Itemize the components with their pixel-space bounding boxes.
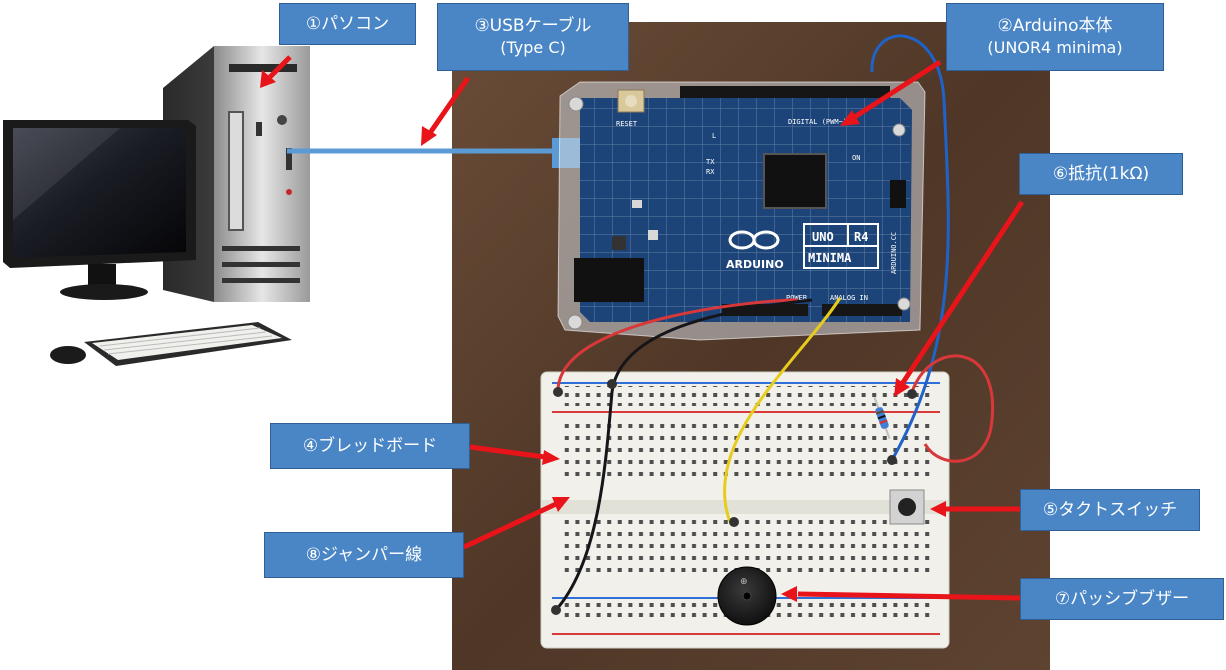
- board-analog-text: ANALOG IN: [830, 294, 868, 302]
- label-tact-switch-text: ⑤タクトスイッチ: [1042, 500, 1178, 520]
- arduino-board: [557, 81, 926, 341]
- annotation-arrows: [260, 55, 1025, 602]
- label-passive-buzzer: ⑦パッシブブザー: [1020, 578, 1224, 620]
- label-arduino-text: ②Arduino本体: [997, 16, 1113, 36]
- label-pc-text: ①パソコン: [305, 14, 390, 34]
- pc-illustration: [3, 46, 310, 366]
- board-uno-text: UNO: [812, 230, 834, 244]
- board-reset-text: RESET: [616, 120, 638, 128]
- breadboard: [540, 371, 950, 649]
- board-r4-text: R4: [854, 230, 868, 244]
- label-usb-cable: ③USBケーブル (Type C): [437, 3, 629, 71]
- label-breadboard-text: ④ブレッドボード: [302, 436, 438, 456]
- label-resistor-text: ⑥抵抗(1kΩ): [1052, 164, 1150, 184]
- board-website-text: ARDUINO.CC: [890, 232, 898, 274]
- board-on-text: ON: [852, 154, 860, 162]
- label-resistor: ⑥抵抗(1kΩ): [1019, 153, 1183, 195]
- label-pc: ①パソコン: [279, 3, 416, 45]
- tact-switch: [889, 489, 925, 525]
- label-arduino-model-text: (UNOR4 minima): [987, 38, 1123, 57]
- board-tx-text: TX: [706, 158, 715, 166]
- passive-buzzer: ⊕: [717, 566, 777, 626]
- label-usb-cable-text: ③USBケーブル: [474, 16, 592, 36]
- board-rx-text: RX: [706, 168, 715, 176]
- label-jumper-wire: ⑧ジャンパー線: [264, 532, 464, 578]
- label-tact-switch: ⑤タクトスイッチ: [1020, 489, 1200, 531]
- svg-text:⊕: ⊕: [740, 577, 748, 587]
- board-l-text: L: [712, 132, 716, 140]
- label-arduino: ②Arduino本体 (UNOR4 minima): [946, 3, 1164, 71]
- wire-red-5v: [556, 298, 799, 391]
- board-digital-text: DIGITAL (PWM~): [788, 118, 847, 126]
- label-usb-cable-type-text: (Type C): [500, 38, 566, 57]
- wire-yellow-a1: [723, 297, 842, 523]
- resistor: [873, 396, 891, 440]
- label-breadboard: ④ブレッドボード: [270, 423, 470, 469]
- wire-red-loop: [910, 354, 995, 463]
- board-power-text: POWER: [786, 294, 808, 302]
- label-passive-buzzer-text: ⑦パッシブブザー: [1054, 589, 1190, 609]
- label-jumper-wire-text: ⑧ジャンパー線: [305, 545, 423, 565]
- board-minima-text: MINIMA: [808, 251, 852, 265]
- board-brand-text: ARDUINO: [726, 258, 784, 271]
- wire-black-gnd: [554, 298, 813, 611]
